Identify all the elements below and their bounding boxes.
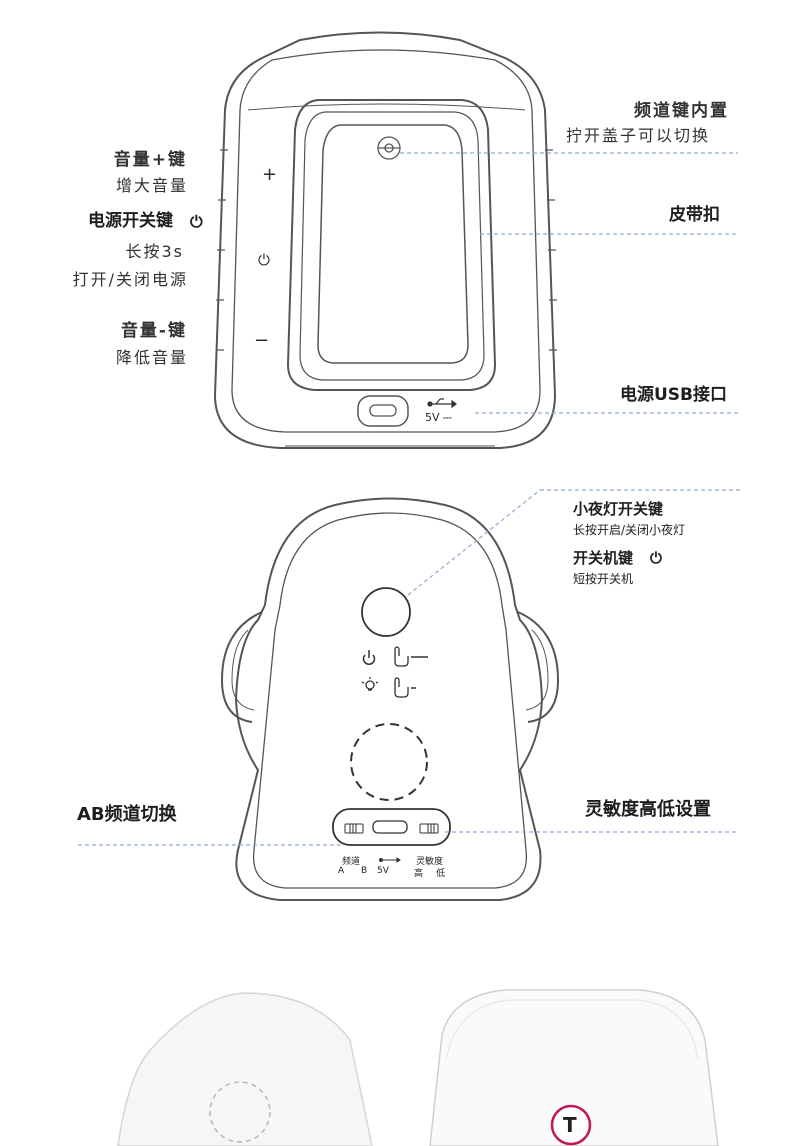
- sensitivity-title: 灵敏度高低设置: [585, 799, 711, 820]
- small-label-a: A: [338, 866, 345, 876]
- power-key-desc-2: 打开/关闭电源: [72, 270, 188, 289]
- ab-channel-title: AB频道切换: [77, 804, 177, 825]
- power-switch-title-icon: ⏻: [650, 549, 662, 567]
- volume-down-title: 音量-键: [120, 321, 187, 341]
- channel-knob-icon: [377, 136, 401, 160]
- top-leader-lines: [400, 152, 738, 414]
- power-glyph-icon: [362, 650, 376, 666]
- speaker-area: [350, 723, 428, 801]
- usb-port-title: 电源USB接口: [620, 385, 728, 405]
- bottom-leader-lines: [78, 489, 740, 846]
- usb-voltage-mark: 5V ⎓: [425, 411, 452, 424]
- small-label-high: 高: [414, 869, 424, 879]
- power-button-icon: ⏻: [258, 251, 270, 269]
- power-key-desc-1: 长按3s: [125, 242, 184, 261]
- power-switch-title: 开关机键: [573, 549, 634, 567]
- small-label-sensitivity: 灵敏度: [416, 857, 444, 867]
- channel-key-desc: 拧开盖子可以切换: [566, 126, 711, 145]
- bottom-photo: [117, 989, 719, 1146]
- night-light-button: [361, 587, 411, 637]
- top-device: [213, 31, 557, 449]
- t-badge-letter: T: [563, 1113, 577, 1137]
- finger-press-short-icon: [394, 677, 416, 698]
- power-switch-desc: 短按开关机: [573, 572, 634, 586]
- bottom-device: [220, 497, 560, 901]
- belt-clip-title: 皮带扣: [669, 205, 720, 225]
- power-key-title: 电源开关键: [88, 211, 173, 231]
- photo-dashed-circle: [209, 1081, 271, 1143]
- bottom-panel: [332, 808, 451, 846]
- small-label-low: 低: [436, 869, 446, 879]
- sensitivity-switch: [419, 823, 439, 834]
- light-bulb-icon: [361, 677, 379, 691]
- volume-down-desc: 降低音量: [115, 348, 188, 367]
- night-light-desc: 长按开启/关闭小夜灯: [573, 523, 686, 537]
- volume-down-icon: −: [254, 330, 270, 351]
- small-label-5v: 5V: [377, 866, 389, 876]
- small-label-channel: 频道: [342, 857, 361, 867]
- t-badge-icon: [550, 1104, 592, 1146]
- finger-press-long-icon: [394, 646, 428, 667]
- power-key-title-icon: ⏻: [190, 212, 203, 231]
- night-light-title: 小夜灯开关键: [573, 500, 664, 518]
- volume-up-title: 音量+键: [113, 150, 187, 170]
- volume-up-icon: +: [262, 164, 278, 185]
- channel-key-title: 频道键内置: [634, 101, 729, 121]
- ab-switch: [344, 823, 364, 834]
- usb-symbol-icon: [427, 398, 457, 409]
- small-usb-icon: [379, 857, 401, 863]
- volume-up-desc: 增大音量: [115, 176, 188, 195]
- small-label-b: B: [361, 866, 368, 876]
